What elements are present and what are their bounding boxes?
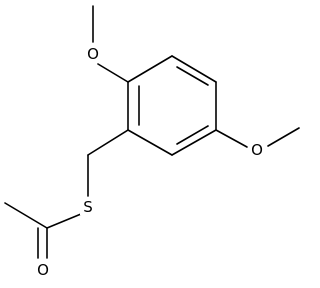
ring-bond-c2-c3 xyxy=(171,55,217,83)
atom-bg-s xyxy=(80,197,96,215)
ring-bond-c4-c5 xyxy=(171,129,217,156)
ring-inner-bond-3 xyxy=(176,125,209,145)
bond-ring-o-right xyxy=(215,129,248,148)
bond-s-carbonyl-c xyxy=(46,213,82,229)
atom-bg-o-carbonyl xyxy=(34,260,52,278)
structure-canvas: O O S O xyxy=(4,5,300,279)
bond-carbonyl-c-methyl xyxy=(4,202,48,229)
ring-inner-bond-2 xyxy=(176,66,209,86)
atom-label-o-right: O xyxy=(251,141,263,159)
structure-diagram: O O S O xyxy=(4,5,300,279)
atom-bg-o-right xyxy=(248,140,266,158)
atom-label-s: S xyxy=(83,198,93,216)
bond-ring-ch2 xyxy=(87,129,129,156)
atom-label-o-top: O xyxy=(87,45,99,63)
atom-label-o-carbonyl: O xyxy=(37,261,49,279)
ring-bond-c1-c2 xyxy=(127,55,173,83)
bond-o-top-ring xyxy=(97,63,129,83)
atom-bg-o-top xyxy=(84,44,102,62)
ring-bond-c5-c6 xyxy=(127,129,173,156)
bond-o-right-methyl xyxy=(267,127,300,147)
